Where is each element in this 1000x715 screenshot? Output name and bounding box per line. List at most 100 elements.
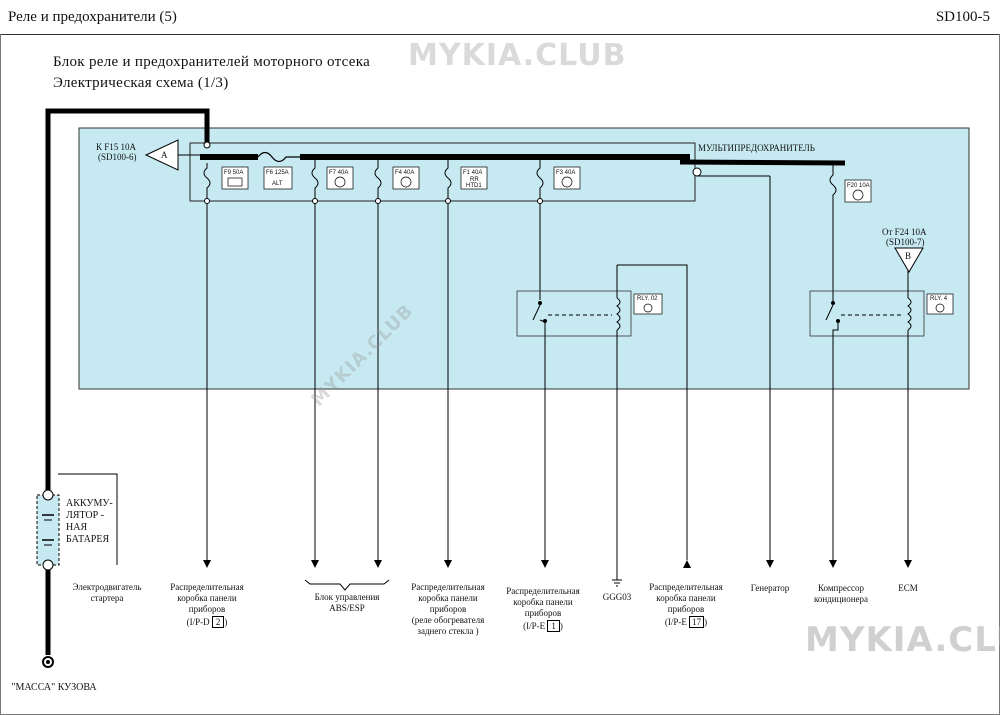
- load-text: Электродвигатель: [72, 582, 142, 592]
- relay-1-coil-wires: [616, 264, 688, 580]
- battery-junction: [203, 141, 211, 149]
- relay-2-label: RLY. 4: [930, 296, 948, 302]
- load-connector: (I/P-D: [186, 617, 210, 627]
- arrow-abs2: [374, 560, 382, 568]
- relay-1-tag: RLY. 02: [633, 293, 663, 315]
- load-pin: 1: [547, 620, 560, 632]
- load-text: приборов: [429, 604, 467, 614]
- fuse-link-f4: [374, 160, 382, 201]
- connector-b-text1: От F24 10A: [882, 227, 927, 237]
- abs-icon: [334, 176, 346, 188]
- load-abs: Блок управления ABS/ESP: [297, 592, 397, 614]
- terminal: [445, 198, 451, 204]
- fuse-link-f1: [444, 160, 452, 201]
- load-text: стартера: [90, 593, 124, 603]
- fuse-f6-label: F6 125A: [266, 170, 289, 176]
- load-text: коробка панели: [513, 597, 573, 607]
- load-text: приборов: [667, 604, 705, 614]
- abs-icon: [400, 176, 412, 188]
- fuse-f1: F1 40A RR HTD1: [460, 166, 488, 190]
- load-text: ABS/ESP: [329, 603, 365, 613]
- fuse-f3-label: F3 40A: [556, 170, 575, 176]
- abs-bracket: [304, 579, 390, 591]
- terminal: [312, 198, 318, 204]
- fuse-f6: F6 125A ALT: [263, 166, 293, 190]
- fuse-f1-sublabel: RR: [470, 177, 479, 183]
- load-text: (реле обогревателя: [411, 615, 485, 625]
- terminal: [204, 198, 210, 204]
- connector-b-letter: B: [905, 251, 911, 261]
- battery-label-line: ЛЯТОР -: [66, 510, 105, 521]
- diagram-subtitle: Электрическая схема (1/3): [53, 75, 229, 91]
- load-text: заднего стекла ): [417, 626, 479, 636]
- load-starter: Электродвигатель стартера: [66, 582, 148, 604]
- relay-2-box: [809, 290, 925, 337]
- battery-icon: [227, 177, 243, 187]
- load-connector: (I/P-E: [523, 621, 546, 631]
- fuse-f1-label: F1 40A: [463, 170, 482, 176]
- battery-main-wire: [45, 108, 210, 495]
- load-text: коробка панели: [177, 593, 237, 603]
- battery-label-line: НАЯ: [66, 522, 88, 533]
- connector-a-text2: (SD100-6): [98, 152, 137, 162]
- relay-1-coil: [616, 297, 621, 331]
- arrow-htd: [444, 560, 452, 568]
- arrow-abs1: [311, 560, 319, 568]
- fuse-link-f3: [536, 160, 544, 201]
- battery-terminal-top: [42, 489, 54, 501]
- connector-a: [144, 139, 179, 171]
- battery-terminal-bottom: [42, 559, 54, 571]
- load-text: Распределительная: [411, 582, 485, 592]
- relay-2-tag: RLY. 4: [926, 293, 954, 315]
- watermark: MYKIA.CLUB: [408, 38, 627, 73]
- fuse-f9-label: F9 50A: [224, 170, 243, 176]
- load-generator: Генератор: [750, 583, 790, 593]
- fuse-f7: F7 40A: [326, 166, 354, 190]
- load-ac: Компрессор кондиционера: [806, 583, 876, 605]
- load-text: Блок управления: [314, 592, 380, 602]
- arrow-ipd: [203, 560, 211, 568]
- page-header: Реле и предохранители (5) SD100-5: [0, 0, 1000, 35]
- load-htd: Распределительная коробка панели приборо…: [393, 582, 503, 637]
- watermark: MYKIA.CLUB: [805, 620, 1000, 660]
- battery-label-line: АККУМУ-: [66, 498, 113, 509]
- terminal: [537, 198, 543, 204]
- fuse-f9: F9 50A: [221, 166, 249, 190]
- fuse-f1-sublabel: HTD1: [466, 183, 482, 189]
- page-code: SD100-5: [935, 9, 990, 25]
- arrow-generator: [766, 560, 774, 568]
- load-pin: 2: [211, 616, 225, 628]
- battery-label: АККУМУ- ЛЯТОР - НАЯ БАТАРЕЯ: [66, 498, 113, 546]
- load-ipe1: Распределительная коробка панели приборо…: [493, 586, 593, 632]
- battery-body: [36, 494, 60, 566]
- load-text: Распределительная: [506, 586, 580, 596]
- battery-label-line: БАТАРЕЯ: [66, 534, 110, 545]
- load-ipd: Распределительная коробка панели приборо…: [157, 582, 257, 628]
- ac-icon: [852, 189, 864, 201]
- load-text: коробка панели: [418, 593, 478, 603]
- multifuse-label: МУЛЬТИПРЕДОХРАНИТЕЛЬ: [698, 143, 815, 153]
- relay-1-label: RLY. 02: [637, 296, 658, 302]
- fuse-f4: F4 40A: [392, 166, 420, 190]
- load-text: приборов: [188, 604, 226, 614]
- page-title: Реле и предохранители (5): [8, 9, 177, 25]
- connector-a-letter: A: [161, 150, 168, 160]
- fuse-link-f9: [203, 163, 211, 201]
- fuse-f3: F3 40A: [553, 166, 581, 190]
- fuse-f6-link: [257, 151, 300, 163]
- fuse-f7-label: F7 40A: [329, 170, 348, 176]
- bus-right: [679, 159, 846, 166]
- arrow-ipe17: [683, 560, 691, 568]
- fuse-link-f7: [311, 160, 319, 201]
- load-text: кондиционера: [813, 594, 869, 604]
- fuse-link-f20: [829, 165, 837, 210]
- load-text: Распределительная: [170, 582, 244, 592]
- connector-b: [894, 247, 924, 273]
- connector-b-text2: (SD100-7): [886, 237, 925, 247]
- terminal: [692, 167, 702, 177]
- fuse-f20: F20 10A: [844, 179, 872, 203]
- load-ecm: ECM: [898, 583, 918, 593]
- diagram-title: Блок реле и предохранителей моторного от…: [53, 54, 371, 70]
- ground-label: "МАССА" КУЗОВА: [11, 682, 97, 693]
